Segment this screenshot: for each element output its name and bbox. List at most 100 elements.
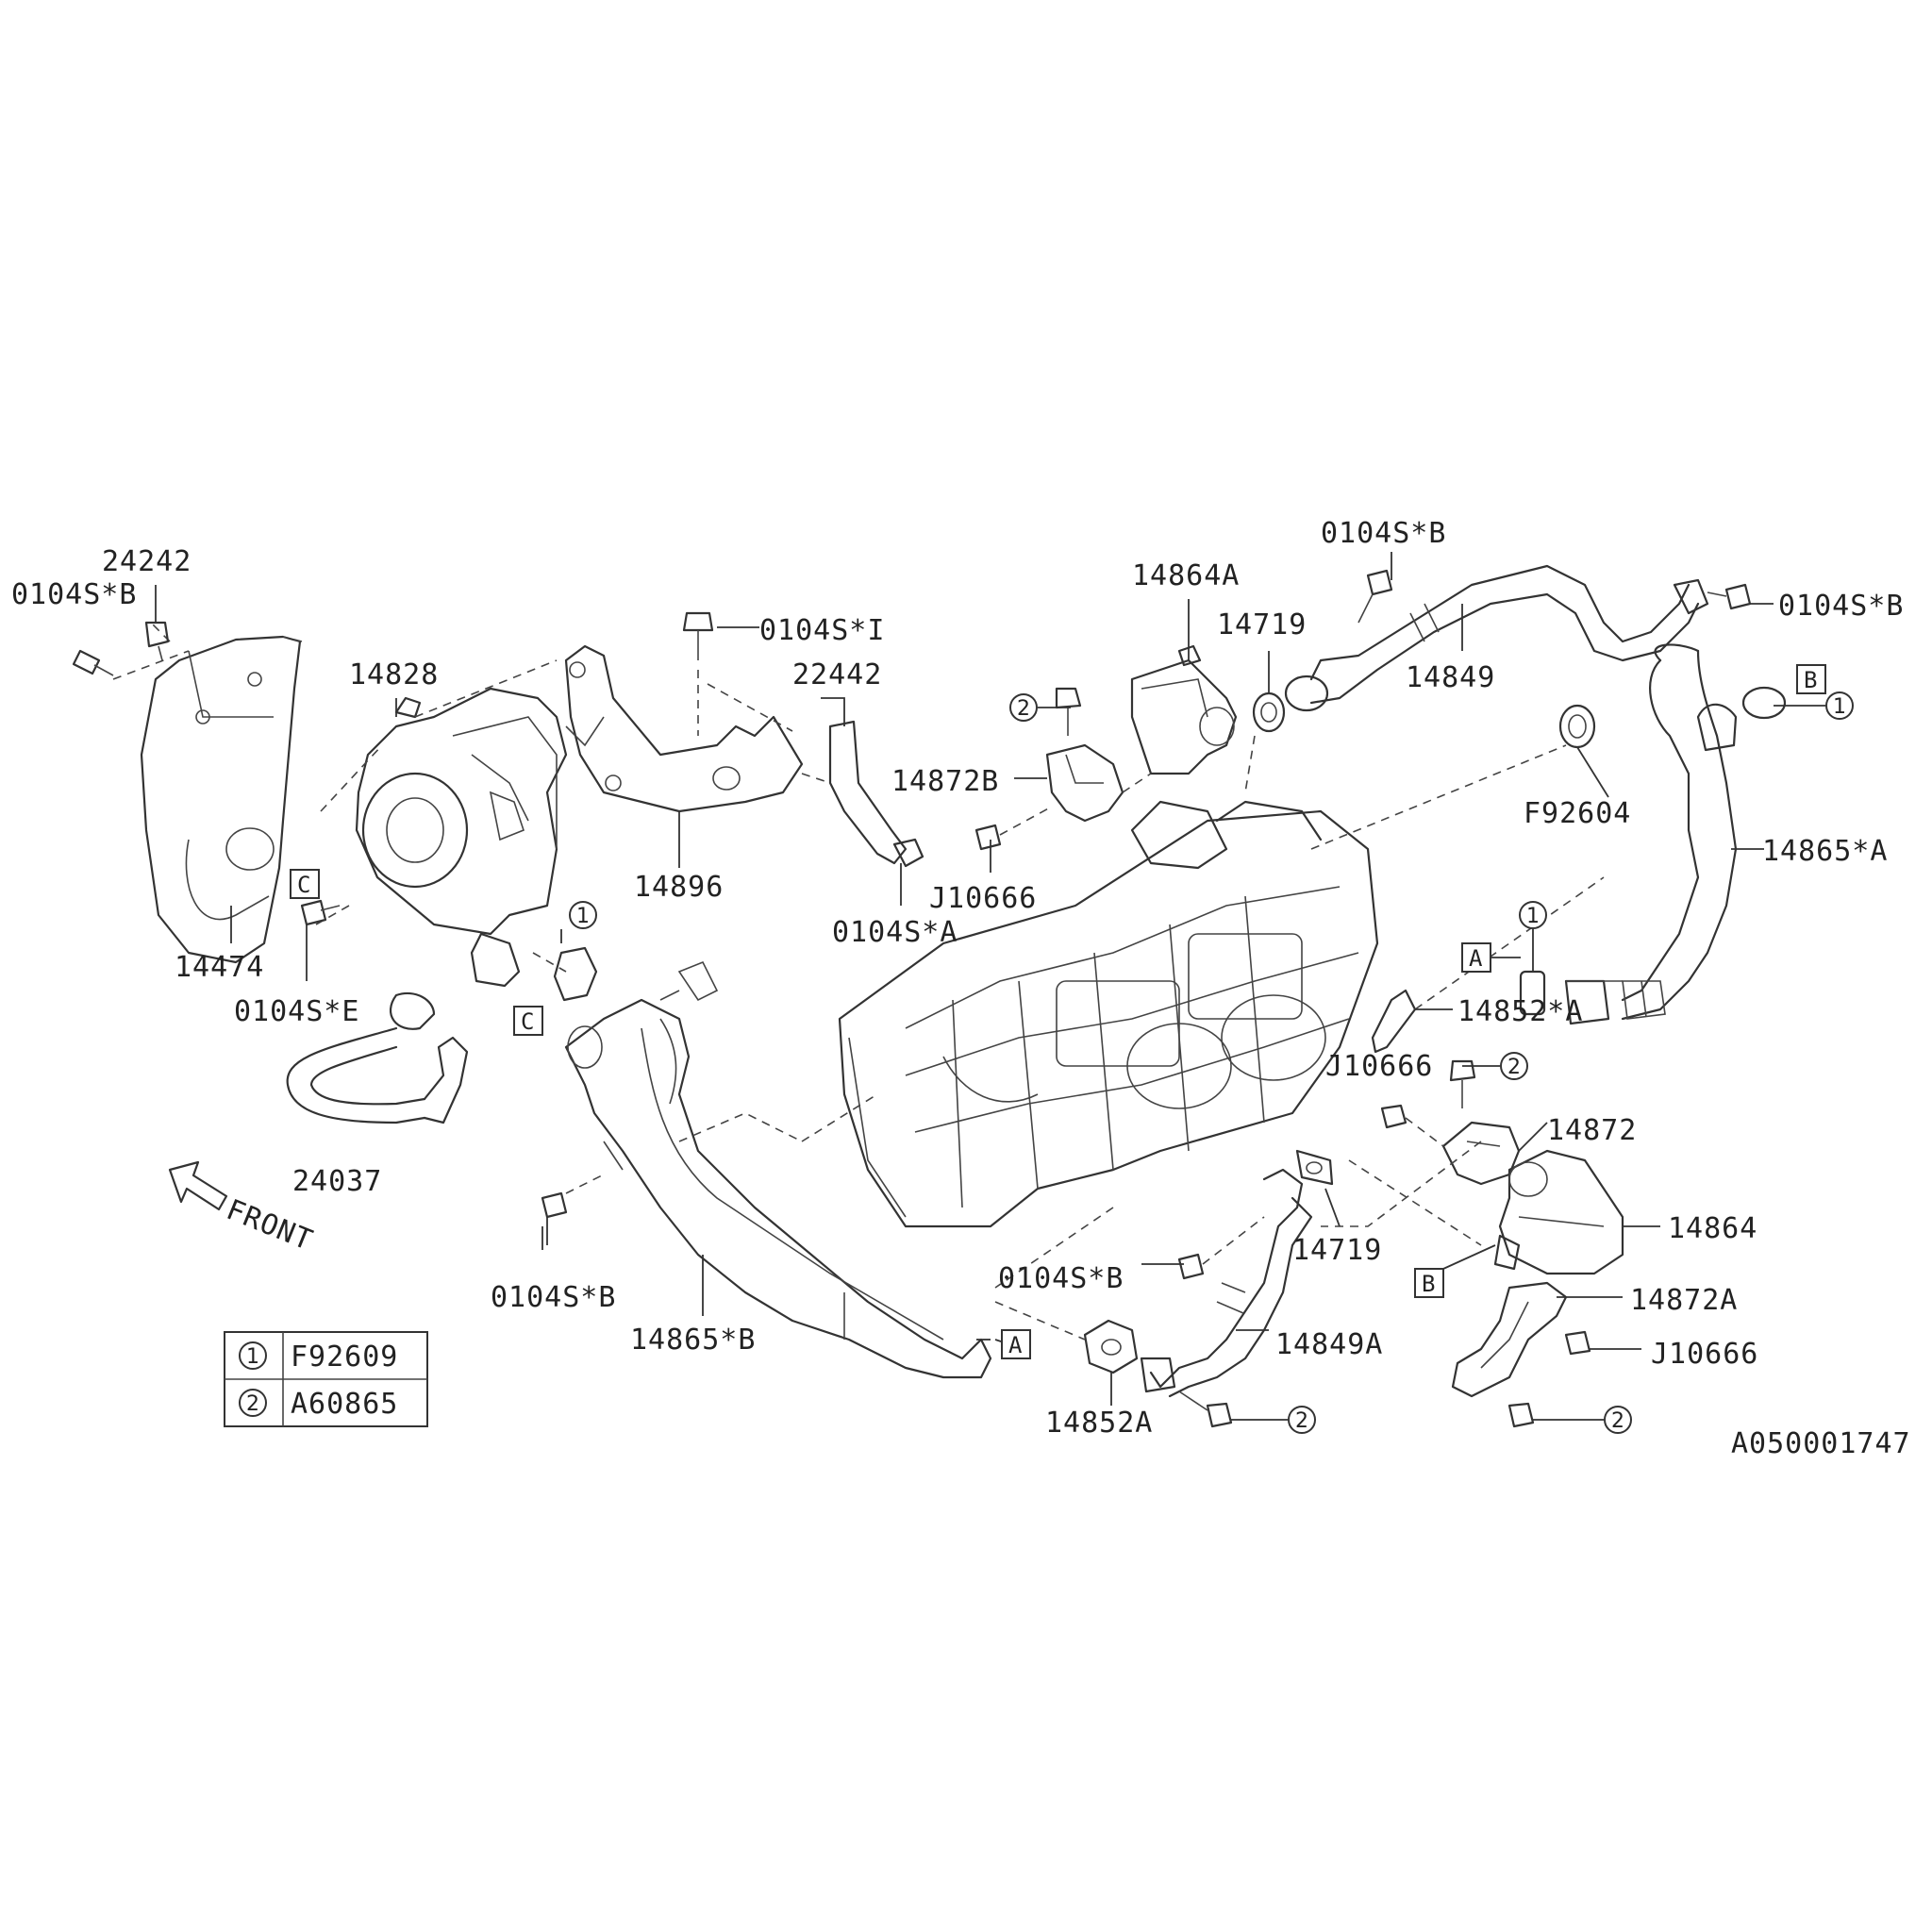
svg-text:2: 2 — [1017, 697, 1030, 721]
circle-callouts: 1 2 1 1 2 2 2 — [569, 691, 1854, 1434]
label-0104sb-tr: 0104S*B — [1778, 590, 1904, 623]
heat-shield — [112, 622, 303, 964]
bracket-14872b — [1045, 743, 1152, 823]
bracket-14872a — [1451, 1281, 1568, 1398]
legend-part-1: F92609 — [291, 1341, 398, 1374]
legend-num-2: 2 — [246, 1392, 259, 1416]
label-j10666-mid: J10666 — [929, 882, 1037, 915]
label-0104sb-tl: 0104S*B — [11, 578, 137, 611]
callout-2-bottom — [1288, 1406, 1316, 1434]
label-14719-bot: 14719 — [1292, 1234, 1382, 1267]
bracket-14896 — [564, 644, 804, 813]
label-0104sb-top: 0104S*B — [1321, 517, 1446, 550]
ref-box-b-top — [1796, 664, 1826, 694]
hose-14865a — [1564, 643, 1738, 1025]
bolt-24242 — [144, 621, 170, 661]
bolt-14872 — [1449, 1059, 1476, 1108]
bolt-bottom-right — [1507, 1402, 1535, 1428]
air-pump — [315, 659, 568, 988]
label-24037: 24037 — [292, 1165, 382, 1198]
leader-lines — [155, 552, 1825, 1421]
label-22442: 22442 — [792, 658, 882, 691]
engine-block — [838, 800, 1379, 1228]
pipe-14849 — [1284, 564, 1709, 712]
label-14865b: 14865*B — [630, 1324, 756, 1357]
grommet-c — [553, 946, 598, 1002]
label-14852a-star: 14852*A — [1457, 995, 1583, 1028]
bolt-0104se — [300, 899, 341, 926]
svg-text:A: A — [1469, 945, 1483, 972]
label-14849: 14849 — [1406, 661, 1495, 694]
label-f92604: F92604 — [1524, 797, 1631, 830]
bolt-j10666-b — [1564, 1330, 1591, 1356]
svg-text:C: C — [297, 872, 310, 898]
ref-box-b-bot — [1414, 1268, 1444, 1298]
ref-box-c-left — [290, 869, 320, 899]
callout-2-top — [1009, 693, 1038, 722]
label-14852a: 14852A — [1045, 1407, 1153, 1440]
hose-24037 — [286, 991, 469, 1124]
bolt-bottom-left — [541, 1174, 605, 1219]
label-0104se: 0104S*E — [234, 995, 359, 1028]
label-14828: 14828 — [349, 658, 439, 691]
bolt-0104si — [682, 611, 714, 660]
legend-part-2: A60865 — [291, 1388, 398, 1421]
svg-text:1: 1 — [1526, 905, 1540, 928]
bolt-bottom-2 — [1178, 1391, 1233, 1428]
sensor-14852a-star — [1371, 876, 1605, 1054]
bolt-0104sa — [892, 838, 924, 868]
ref-box-a-bot — [1001, 1329, 1031, 1359]
legend-num-1: 1 — [246, 1345, 259, 1369]
callout-1-c — [569, 901, 597, 929]
label-14849a: 14849A — [1275, 1328, 1383, 1361]
callout-2-bottom-right — [1604, 1406, 1632, 1434]
label-24242: 24242 — [102, 545, 192, 578]
ref-box-a-right — [1461, 942, 1491, 973]
valve-14864a — [1130, 644, 1256, 793]
legend-table: 1 F92609 2 A60865 — [224, 1331, 428, 1427]
callout-1-a — [1519, 901, 1547, 929]
callout-1-right — [1825, 691, 1854, 720]
label-14872b: 14872B — [891, 765, 999, 798]
ref-box-c-mid — [513, 1006, 543, 1036]
bolt-top-right — [1707, 583, 1752, 610]
label-14896: 14896 — [634, 871, 724, 904]
label-0104sb-bl: 0104S*B — [491, 1281, 616, 1314]
svg-text:C: C — [521, 1008, 534, 1035]
clamp-right — [1696, 686, 1787, 752]
label-0104sb-bm: 0104S*B — [998, 1262, 1124, 1295]
label-j10666-r: J10666 — [1325, 1050, 1433, 1083]
dashed-connections — [994, 744, 1567, 1341]
label-14864: 14864 — [1668, 1212, 1757, 1245]
bolt-bottom-mid — [1177, 1216, 1265, 1280]
svg-text:B: B — [1804, 667, 1817, 693]
gasket-14852a — [1083, 1319, 1139, 1374]
label-14872a: 14872A — [1630, 1284, 1738, 1317]
hose-14865b — [564, 960, 992, 1379]
svg-text:A: A — [1008, 1332, 1023, 1358]
clamp-f92604 — [1558, 704, 1596, 749]
bolt-top-left — [72, 649, 114, 676]
gasket-14719-top — [1252, 691, 1286, 733]
svg-text:2: 2 — [1295, 1409, 1308, 1433]
front-label: FRONT — [222, 1193, 317, 1257]
label-0104si: 0104S*I — [759, 614, 885, 647]
svg-text:2: 2 — [1507, 1056, 1521, 1079]
label-0104sa: 0104S*A — [832, 916, 958, 949]
gasket-14719-bot — [1295, 1149, 1334, 1186]
bracket-22442 — [801, 720, 908, 865]
bolt-14872b — [1055, 687, 1082, 736]
front-arrow-icon — [168, 1160, 228, 1211]
diagram-id: A050001747 — [1731, 1427, 1911, 1460]
nut-j10666-mid — [974, 806, 1053, 851]
nut-j10666-r — [1380, 1104, 1444, 1147]
valve-14864 — [1493, 1149, 1624, 1275]
label-14872: 14872 — [1547, 1114, 1637, 1147]
label-14474: 14474 — [175, 951, 264, 984]
bracket-14872 — [1441, 1121, 1521, 1186]
label-14719-top: 14719 — [1217, 608, 1307, 641]
pipe-14849a — [1140, 1168, 1313, 1398]
callout-2-right — [1500, 1052, 1528, 1080]
part-labels: 24242 0104S*B 14828 0104S*I 22442 14864A… — [11, 517, 1911, 1460]
